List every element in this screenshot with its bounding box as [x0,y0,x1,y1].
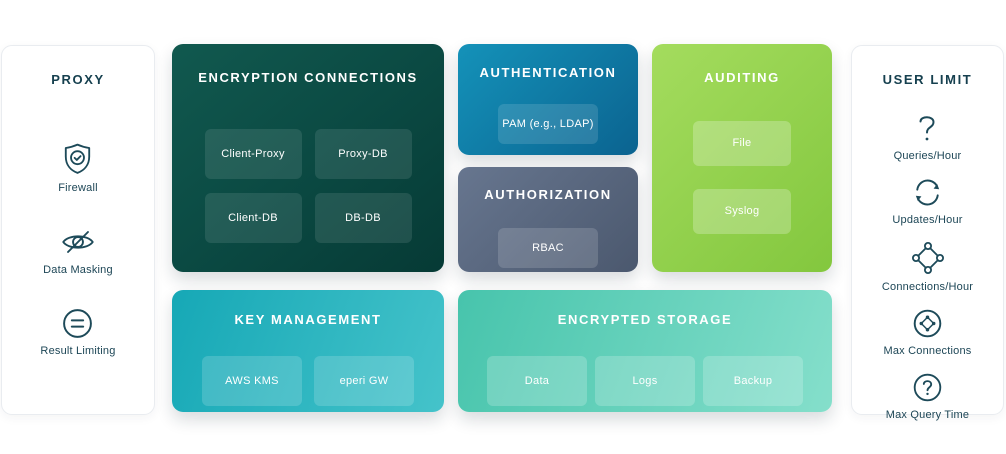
authentication-chips: PAM (e.g., LDAP) [498,103,598,144]
proxy-panel: PROXY Firewall [1,45,155,415]
user-limit-item-updates-hour: Updates/Hour [892,176,962,226]
chip-syslog: Syslog [693,188,791,234]
authentication-panel: AUTHENTICATION PAM (e.g., LDAP) [458,44,638,155]
proxy-item-data-masking: Data Masking [43,225,113,276]
refresh-icon [911,176,944,209]
encryption-connections-title: ENCRYPTION CONNECTIONS [198,70,418,85]
encrypted-storage-chips: Data Logs Backup [487,355,803,406]
authentication-title: AUTHENTICATION [479,65,617,80]
chip-aws-kms: AWS KMS [202,355,302,406]
auditing-panel: AUDITING File Syslog [652,44,832,272]
user-limit-item-label: Connections/Hour [881,280,974,293]
user-limit-item-label: Queries/Hour [893,149,962,162]
authorization-title: AUTHORIZATION [484,187,612,202]
eye-slash-icon [58,225,98,259]
chip-proxy-db: Proxy-DB [314,128,412,179]
auditing-chips: File Syslog [693,120,791,234]
proxy-items: Firewall Data Masking [40,140,115,357]
chip-file: File [693,120,791,166]
chip-pam-ldap: PAM (e.g., LDAP) [498,103,598,144]
authorization-chips: RBAC [498,227,598,268]
key-management-chips: AWS KMS eperi GW [202,355,414,406]
user-limit-item-label: Updates/Hour [892,213,963,226]
key-management-title: KEY MANAGEMENT [234,312,382,327]
chip-rbac: RBAC [498,227,598,268]
network-diamond-icon [910,240,946,276]
encrypted-storage-panel: ENCRYPTED STORAGE Data Logs Backup [458,290,832,412]
encryption-connections-panel: ENCRYPTION CONNECTIONS Client-Proxy Prox… [172,44,444,272]
user-limit-panel: USER LIMIT Queries/Hour [851,45,1004,421]
chip-client-db: Client-DB [204,192,302,243]
chip-client-proxy: Client-Proxy [204,128,302,179]
question-icon [915,113,939,145]
key-management-panel: KEY MANAGEMENT AWS KMS eperi GW [172,290,444,412]
proxy-item-label: Firewall [58,181,98,194]
proxy-item-label: Result Limiting [40,344,116,357]
shield-check-icon [59,140,96,177]
authorization-panel: AUTHORIZATION RBAC [458,167,638,272]
user-limit-item-connections-hour: Connections/Hour [882,240,973,293]
proxy-item-result-limiting: Result Limiting [40,307,115,357]
chip-backup: Backup [703,355,803,406]
user-limit-item-queries-hour: Queries/Hour [894,113,962,162]
user-limit-title: USER LIMIT [882,72,973,87]
encrypted-storage-title: ENCRYPTED STORAGE [557,312,733,327]
user-limit-items: Queries/Hour Updates/Hour [882,113,973,421]
chip-data: Data [487,355,587,406]
connections-circle-icon [911,307,944,340]
question-circle-icon [911,371,944,404]
auditing-title: AUDITING [704,70,780,85]
chip-eperi-gw: eperi GW [314,355,414,406]
chip-db-db: DB-DB [314,192,412,243]
equals-circle-icon [61,307,94,340]
user-limit-item-label: Max Connections [883,344,972,357]
proxy-title: PROXY [51,72,105,87]
user-limit-item-max-query-time: Max Query Time [886,371,970,421]
proxy-item-firewall: Firewall [58,140,98,194]
user-limit-item-label: Max Query Time [885,408,970,421]
chip-logs: Logs [595,355,695,406]
proxy-item-label: Data Masking [43,263,113,276]
encryption-connections-chips: Client-Proxy Proxy-DB Client-DB DB-DB [204,128,412,243]
user-limit-item-max-connections: Max Connections [884,307,972,357]
